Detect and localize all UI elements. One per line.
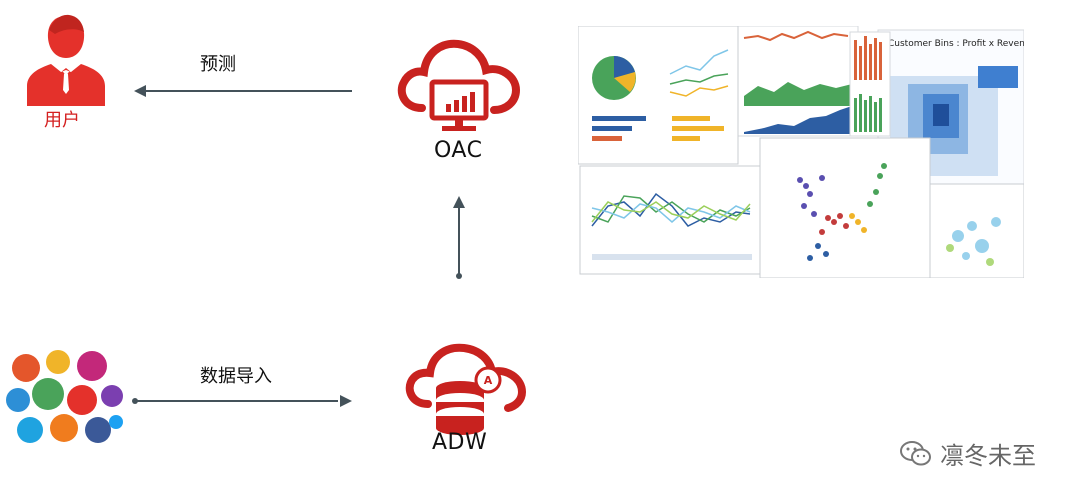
wechat-icon [900,440,931,465]
social-media-collage-icon [6,350,123,443]
svg-text:A: A [484,374,493,387]
oac-node [392,30,526,140]
watermark: 凛冬未至 [900,436,1036,471]
oac-label: OAC [434,138,483,163]
dashboard-collage: Customer Bins : Profit x Revenue [578,26,1024,278]
dashboards-image: Customer Bins : Profit x Revenue [578,26,1024,278]
watermark-text: 凛冬未至 [940,442,1036,470]
adw-label: ADW [432,430,488,455]
user-icon [27,14,105,106]
cloud-database-icon: A [405,343,527,435]
user-node [25,10,107,108]
adw-to-oac-arrow [453,196,465,279]
predict-label: 预测 [200,54,236,75]
import-arrow [132,395,352,407]
sources-node [4,348,124,444]
cloud-analytics-icon [397,39,521,131]
predict-arrow [134,85,352,97]
import-label: 数据导入 [200,366,272,387]
dashboard-title: Customer Bins : Profit x Revenue [888,39,1024,49]
user-label: 用户 [44,110,80,131]
adw-node: A [400,338,530,438]
